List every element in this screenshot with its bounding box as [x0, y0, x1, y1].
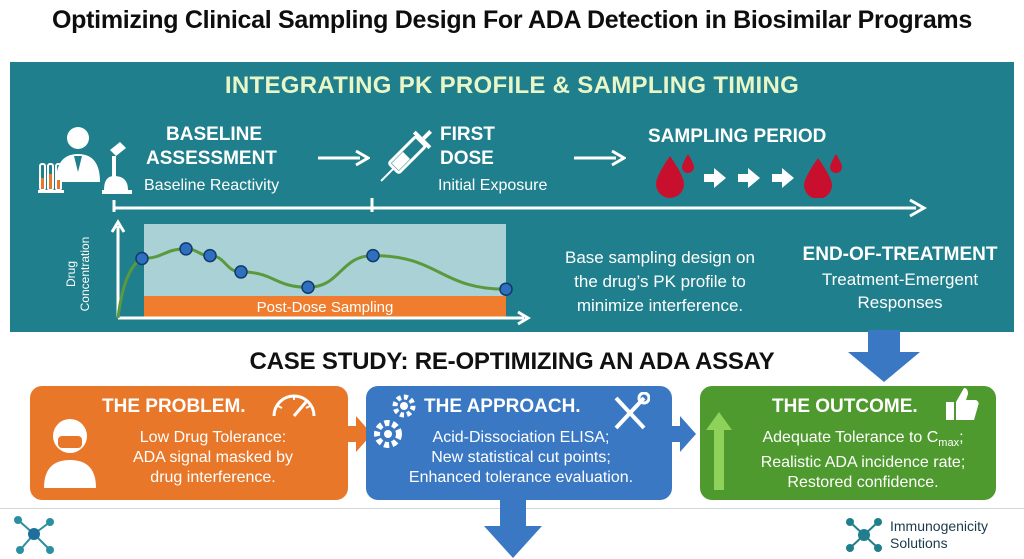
thumbs-up-icon [946, 388, 979, 420]
sampling-period-graphic [656, 154, 842, 198]
sampling-note-line-1: Base sampling design on [565, 248, 755, 267]
problem-line-1: Low Drug Tolerance: [139, 429, 287, 446]
masked-person-icon [44, 419, 96, 488]
post-dose-sampling-label: Post-Dose Sampling [257, 299, 394, 316]
up-arrow-icon [706, 412, 732, 490]
network-logo-icon [14, 516, 54, 554]
end-of-treatment: END-OF-TREATMENT Treatment-Emergent Resp… [780, 244, 1020, 314]
dose-title-2: DOSE [440, 148, 494, 169]
blood-drop-icon [682, 154, 694, 173]
case-study-heading: CASE STUDY: RE-OPTIMIZING AN ADA ASSAY [249, 348, 775, 375]
baseline-title-2: ASSESSMENT [146, 148, 277, 169]
approach-title: THE APPROACH. [424, 396, 581, 417]
eot-subtitle-1: Treatment-Emergent [821, 270, 979, 289]
approach-line-2: New statistical cut points; [431, 449, 611, 466]
problem-title: THE PROBLEM. [102, 396, 246, 417]
outcome-title: THE OUTCOME. [772, 396, 918, 417]
gauge-icon [272, 394, 316, 417]
scientist-icon [38, 127, 132, 194]
sampling-period-title: SAMPLING PERIOD [648, 126, 827, 147]
eot-title: END-OF-TREATMENT [802, 244, 998, 265]
arrow-down-icon [848, 330, 920, 382]
sampling-note-line-3: minimize interference. [576, 296, 744, 315]
sampling-point [234, 265, 248, 279]
brand-name-line-1: Immunogenicity [890, 518, 989, 534]
sampling-point [203, 248, 217, 263]
sampling-point [499, 282, 513, 296]
outcome-line-2: Realistic ADA incidence rate; [760, 454, 966, 472]
brand-name: Immunogenicity Solutions [890, 518, 988, 552]
y-axis-label-line-2: Concentration [78, 236, 92, 312]
outcome-line-3: Restored confidence. [787, 474, 939, 492]
approach-body: Acid-Dissociation ELISA; New statistical… [376, 428, 666, 488]
sampling-point [135, 251, 149, 266]
pk-profile-chart: Post-Dose Sampling [110, 219, 531, 326]
approach-line-3: Enhanced tolerance evaluation. [408, 469, 634, 486]
pk-section-heading: INTEGRATING PK PROFILE & SAMPLING TIMING [224, 72, 800, 99]
eot-subtitle-2: Responses [857, 293, 943, 312]
dose-subtitle: Initial Exposure [438, 177, 548, 194]
problem-body: Low Drug Tolerance: ADA signal masked by… [100, 428, 326, 488]
tools-icon [614, 392, 650, 430]
problem-line-2: ADA signal masked by [132, 449, 294, 466]
dose-title-1: FIRST [440, 124, 495, 145]
y-axis-label-line-1: Drug [64, 261, 78, 288]
sampling-point [179, 242, 193, 256]
baseline-subtitle: Baseline Reactivity [144, 177, 280, 194]
sampling-note: Base sampling design on the drug’s PK pr… [536, 246, 784, 318]
arrow-down-icon [484, 500, 542, 558]
baseline-title-1: BASELINE [166, 124, 263, 145]
arrow-right-icon [342, 416, 372, 452]
blood-drop-icon [830, 154, 842, 173]
arrow-right-icon [574, 149, 626, 167]
brand-name-line-2: Solutions [890, 535, 948, 551]
sampling-note-line-2: the drug’s PK profile to [574, 272, 746, 291]
treatment-timeline [112, 198, 928, 218]
y-axis-label: Drug Concentration [64, 236, 92, 322]
outcome-line-1: Adequate Tolerance to Cmax; [762, 429, 964, 450]
gears-icon [374, 394, 416, 448]
arrow-right-icon [318, 149, 370, 167]
problem-line-3: drug interference. [150, 469, 276, 486]
approach-line-1: Acid-Dissociation ELISA; [432, 429, 610, 446]
arrow-right-icon [666, 416, 696, 452]
blood-drop-icon [804, 158, 832, 198]
brand-logo-icon [846, 518, 882, 552]
outcome-body: Adequate Tolerance to Cmax; Realistic AD… [732, 428, 994, 493]
page-title: Optimizing Clinical Sampling Design For … [52, 6, 972, 34]
post-dose-sampling-bar [144, 296, 506, 318]
syringe-icon [380, 130, 432, 182]
sampling-point [366, 248, 380, 263]
blood-drop-icon [656, 156, 684, 198]
sampling-point [301, 280, 315, 295]
